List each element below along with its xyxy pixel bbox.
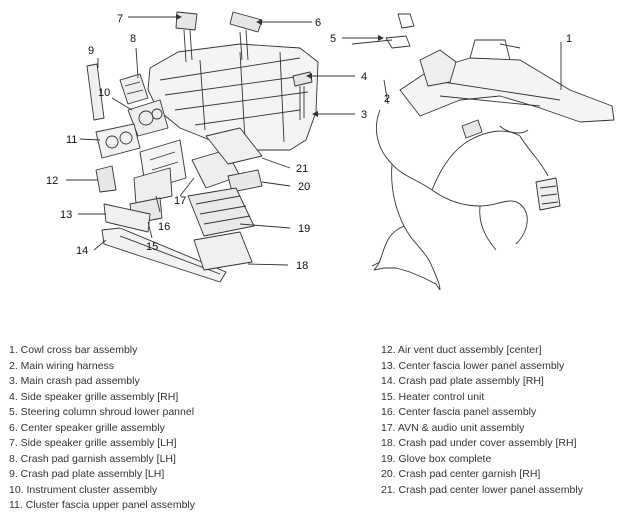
- callout-3: 3: [361, 109, 367, 121]
- legend-item-2: 2. Main wiring harness: [9, 359, 115, 372]
- callout-10: 10: [98, 87, 110, 99]
- callout-14: 14: [76, 245, 88, 257]
- legend-item-1: 1. Cowl cross bar assembly: [9, 344, 138, 356]
- callout-12: 12: [46, 175, 58, 187]
- callout-5: 5: [330, 33, 336, 45]
- legend-item-17: 17. AVN & audio unit assembly: [381, 421, 525, 434]
- legend-item-8: 8. Crash pad garnish assembly [LH]: [9, 452, 176, 465]
- callout-6: 6: [315, 17, 321, 29]
- legend-item-7: 7. Side speaker grille assembly [LH]: [9, 437, 177, 449]
- legend-item-15: 15. Heater control unit: [381, 390, 485, 403]
- legend-item-12: 12. Air vent duct assembly [center]: [381, 344, 542, 356]
- legend-item-20: 20. Crash pad center garnish [RH]: [381, 468, 541, 480]
- callout-19: 19: [298, 223, 310, 235]
- legend-left-column: 1. Cowl cross bar assembly 2. Main wirin…: [9, 343, 349, 514]
- legend-item-18: 18. Crash pad under cover assembly [RH]: [381, 437, 577, 449]
- legend-item-14: 14. Crash pad plate assembly [RH]: [381, 375, 544, 387]
- cowl-bar-harness-drawing: [351, 13, 615, 291]
- callout-numbers: 1 2 3 4 5 6 7 8 9 10 11 12 13 14 15 16 1…: [46, 13, 572, 272]
- legend-item-16: 16. Center fascia panel assembly: [381, 406, 537, 418]
- callout-8: 8: [130, 33, 136, 45]
- callout-15: 15: [146, 241, 158, 253]
- callout-9: 9: [88, 45, 94, 57]
- legend-item-3: 3. Main crash pad assembly: [9, 375, 140, 387]
- legend-item-5: 5. Steering column shroud lower pannel: [9, 406, 195, 418]
- crash-pad-drawing: [66, 11, 378, 283]
- legend-item-21: 21. Crash pad center lower panel assembl…: [381, 483, 583, 496]
- callout-16: 16: [158, 221, 170, 233]
- legend-item-11: 11. Cluster fascia upper panel assembly: [9, 499, 195, 511]
- legend-item-10: 10. Instrument cluster assembly: [9, 483, 158, 496]
- callout-2: 2: [384, 93, 390, 105]
- legend-item-19: 19. Glove box complete: [381, 452, 492, 465]
- legend-right-column: 12. Air vent duct assembly [center] 13. …: [381, 343, 626, 498]
- callout-17: 17: [174, 195, 186, 207]
- callout-arrows: [176, 14, 384, 117]
- callout-7: 7: [117, 13, 123, 25]
- callout-18: 18: [296, 260, 308, 272]
- legend-item-13: 13. Center fascia lower panel assembly: [381, 359, 565, 372]
- legend-item-9: 9. Crash pad plate assembly [LH]: [9, 468, 165, 480]
- legend-item-4: 4. Side speaker grille assembly [RH]: [9, 390, 179, 403]
- legend-item-6: 6. Center speaker grille assembly: [9, 421, 165, 434]
- exploded-dashboard-diagram: 1 2 3 4 5 6 7 8 9 10 11 12 13 14 15 16 1…: [46, 11, 615, 291]
- callout-4: 4: [361, 71, 367, 83]
- callout-20: 20: [298, 181, 310, 193]
- callout-13: 13: [60, 209, 72, 221]
- callout-21: 21: [296, 163, 308, 175]
- callout-11: 11: [66, 134, 77, 146]
- callout-1: 1: [566, 33, 572, 45]
